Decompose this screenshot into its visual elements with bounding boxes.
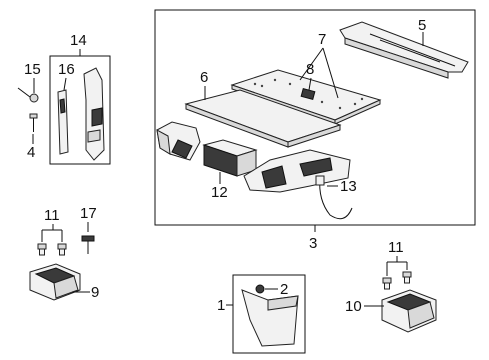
part-5-cargo-bar [339, 21, 469, 79]
callout-11-right: 11 [388, 239, 404, 256]
part-14-pillar-trim [83, 67, 105, 161]
part-10-storage-bin-right [381, 289, 437, 333]
callout-8: 8 [306, 61, 314, 78]
callout-14: 14 [70, 32, 87, 49]
callout-9: 9 [91, 284, 99, 301]
part-11-left-fastener-b [57, 243, 67, 256]
callout-6: 6 [200, 69, 208, 86]
part-16-trim-strip [57, 89, 69, 155]
left-trim-tray [156, 121, 201, 161]
callout-4: 4 [27, 144, 35, 161]
callout-12: 12 [211, 184, 228, 201]
callout-3: 3 [309, 235, 317, 252]
part-4-screw [29, 113, 38, 132]
callout-15: 15 [24, 61, 41, 78]
callout-13: 13 [340, 178, 357, 195]
part-11-right-fastener-b [402, 271, 412, 284]
part-12-foam-block [202, 139, 258, 177]
leader-16 [63, 77, 67, 91]
part-11-right-fastener-a [382, 277, 392, 290]
part-9-storage-bin-left [29, 263, 81, 301]
part-1-side-panel [241, 289, 299, 347]
part-11-left-fastener-a [37, 243, 47, 256]
callout-7: 7 [318, 31, 326, 48]
leader-7-b [322, 47, 339, 99]
callout-17: 17 [80, 205, 97, 222]
callout-2: 2 [280, 281, 288, 298]
part-8-cover-tab [300, 87, 316, 101]
part-13-hose-end [315, 175, 325, 186]
part-6-cargo-board [184, 89, 342, 148]
leader-7-a [299, 47, 324, 81]
callout-1: 1 [217, 297, 225, 314]
part-13-drain-hose [319, 177, 353, 220]
part-1-frame [232, 274, 306, 354]
part-17-grommet [81, 235, 95, 254]
callout-11-left: 11 [44, 207, 60, 224]
callout-5: 5 [418, 17, 426, 34]
part-15-clip [17, 87, 39, 103]
part-2-nut [255, 284, 265, 294]
callout-10: 10 [345, 298, 362, 315]
leader-8 [308, 77, 312, 91]
callout-16: 16 [58, 61, 75, 78]
